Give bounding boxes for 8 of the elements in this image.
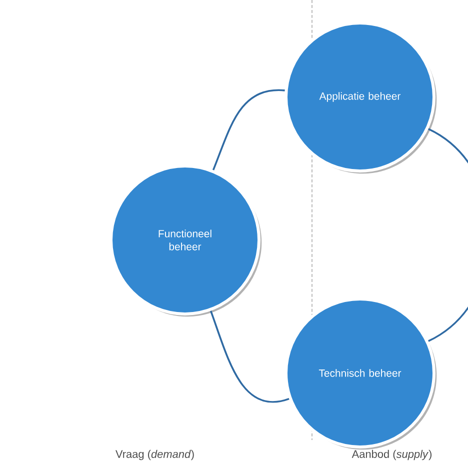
connector-arc [210, 310, 290, 403]
axis-label: Aanbod (supply) [352, 450, 432, 460]
circle-node: Functioneel beheer [110, 164, 262, 317]
connector-arc [212, 89, 285, 170]
circle-node: Applicatie beheer [284, 22, 437, 174]
connector-arc [428, 128, 468, 342]
circle-node: Technisch beheer [284, 298, 437, 450]
axis-label: Vraag (demand) [116, 450, 194, 460]
